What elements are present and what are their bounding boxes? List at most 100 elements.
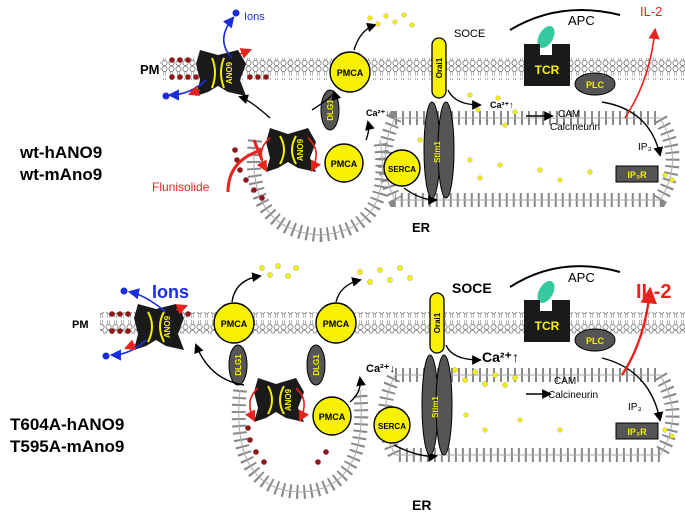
bottom-pmca-left-label: PMCA bbox=[221, 319, 248, 329]
bottom-traffic-arrow bbox=[194, 343, 245, 386]
bottom-plc: PLC bbox=[574, 328, 616, 352]
bottom-panel: ANO9 Ions PM PMCA PMCA DLG1 DLG1 bbox=[10, 263, 685, 513]
bottom-ano9-pm: ANO9 bbox=[134, 304, 184, 350]
top-scramble-arrow bbox=[239, 48, 253, 59]
bottom-vesicle-arrow bbox=[349, 376, 366, 403]
bottom-il2-label: IL-2 bbox=[636, 281, 672, 303]
bottom-mhc-icon bbox=[537, 281, 555, 303]
bottom-vesicle-red-lipids bbox=[245, 425, 329, 465]
bottom-tcr: TCR bbox=[524, 300, 570, 342]
top-flunisolide-inhibit bbox=[226, 148, 263, 193]
top-ano9-vesicle-label: ANO9 bbox=[296, 138, 305, 161]
bottom-pmca-right-label: PMCA bbox=[323, 319, 350, 329]
top-ano9-vesicle: ANO9 bbox=[266, 128, 316, 172]
top-serca: SERCA bbox=[383, 149, 421, 187]
top-ion-dot-2 bbox=[162, 92, 170, 100]
top-panel: ANO9 Ions PM PMCA DLG1 ANO9 bbox=[19, 4, 685, 243]
bottom-pmca-vesicle: PMCA bbox=[312, 396, 352, 436]
top-serca-arrow bbox=[403, 187, 438, 205]
top-pmca-vesicle: PMCA bbox=[324, 143, 364, 183]
top-soce-arrow bbox=[447, 89, 482, 110]
top-pmca-pm-label: PMCA bbox=[337, 68, 364, 78]
top-ano9-pm: ANO9 bbox=[196, 50, 246, 96]
top-calcineurin-label: Calcineurin bbox=[550, 122, 600, 133]
bottom-dlg1-right: DLG1 bbox=[306, 344, 326, 386]
top-orai1-label: Orai1 bbox=[435, 57, 444, 78]
top-ca-influx-label: Ca²⁺↓ bbox=[366, 108, 390, 118]
top-ions-label: Ions bbox=[244, 11, 265, 23]
top-stim1-label: Stim1 bbox=[433, 141, 442, 163]
top-scrambled-lipids bbox=[169, 57, 269, 80]
top-ip3-arrow bbox=[601, 101, 664, 157]
top-flunisolide-label: Flunisolide bbox=[152, 180, 210, 194]
top-plc: PLC bbox=[574, 72, 616, 96]
bottom-vesicle-scramble-arrow bbox=[244, 387, 259, 423]
bottom-stim1-label: Stim1 bbox=[431, 396, 440, 418]
bottom-dlg1-left-label: DLG1 bbox=[234, 354, 243, 376]
bottom-cam-label: CAM bbox=[554, 376, 576, 387]
top-vesicle-scramble-arrow bbox=[256, 137, 271, 172]
top-serca-label: SERCA bbox=[388, 165, 416, 174]
bottom-scramble-arrow bbox=[175, 304, 189, 315]
bottom-ion-arrow bbox=[127, 288, 167, 313]
bottom-pmca-efflux-arrow bbox=[231, 272, 262, 303]
top-mhc-icon bbox=[537, 26, 555, 48]
top-pm-label: PM bbox=[140, 62, 160, 77]
bottom-serca-label: SERCA bbox=[378, 422, 406, 431]
top-ano9-label: ANO9 bbox=[225, 61, 234, 84]
bottom-ca-influx-label: Ca²⁺↓ bbox=[366, 363, 395, 375]
bottom-calcineurin-label: Calcineurin bbox=[548, 390, 598, 401]
top-cam-label: CAM bbox=[558, 109, 580, 120]
bottom-orai1: Orai1 bbox=[429, 292, 445, 354]
bottom-stim1: Stim1 bbox=[421, 354, 453, 456]
top-vesicle-arrow bbox=[365, 120, 375, 141]
bottom-ion-arrow-2 bbox=[109, 339, 147, 361]
bottom-ip3-arrow bbox=[601, 357, 664, 422]
bottom-ca-dots bbox=[259, 263, 675, 439]
top-er-label: ER bbox=[412, 220, 431, 235]
top-genotype-line1: wt-hANO9 bbox=[19, 143, 102, 162]
top-pmca-vesicle-label: PMCA bbox=[331, 159, 358, 169]
top-apc-membrane bbox=[509, 9, 621, 31]
bottom-dlg1-left: DLG1 bbox=[228, 344, 248, 386]
bottom-ano9-vesicle: ANO9 bbox=[254, 378, 304, 422]
bottom-ion-dot-2 bbox=[102, 352, 110, 360]
bottom-apc-label: APC bbox=[568, 270, 595, 285]
bottom-il2-arrow bbox=[620, 286, 658, 376]
bottom-ano9-vesicle-label: ANO9 bbox=[284, 388, 293, 411]
bottom-vesicle-scramble-arrow-2 bbox=[295, 387, 310, 423]
top-scramble-arrow-2 bbox=[187, 85, 201, 96]
top-orai1: Orai1 bbox=[431, 37, 447, 99]
bottom-soce-label: SOCE bbox=[452, 280, 492, 296]
top-ca-rise-label: Ca²⁺↑ bbox=[490, 100, 514, 110]
top-pmca-pm: PMCA bbox=[329, 51, 371, 93]
bottom-ion-dot bbox=[120, 287, 128, 295]
bottom-serca: SERCA bbox=[373, 406, 411, 444]
bottom-pm-label: PM bbox=[72, 319, 89, 331]
top-soce-label: SOCE bbox=[454, 28, 485, 40]
top-il2-arrow bbox=[624, 27, 660, 119]
top-tcr-label: TCR bbox=[535, 63, 560, 77]
bottom-genotype-line2: T595A-mAno9 bbox=[10, 437, 124, 456]
top-tcr: TCR bbox=[524, 44, 570, 86]
bottom-ca-rise-label: Ca²⁺↑ bbox=[482, 349, 519, 365]
top-pmca-efflux-arrow bbox=[353, 22, 377, 51]
top-genotype-line2: wt-mAno9 bbox=[19, 165, 102, 184]
top-dlg1: DLG1 bbox=[320, 89, 340, 131]
bottom-pmca-efflux-arrow-2 bbox=[335, 277, 362, 303]
top-traffic-arrow bbox=[238, 94, 271, 119]
bottom-plc-label: PLC bbox=[586, 336, 605, 346]
top-ip3r-label: IP₃R bbox=[627, 170, 647, 180]
bottom-apc-membrane bbox=[509, 265, 621, 288]
top-ion-dot bbox=[232, 9, 240, 17]
top-il2-label: IL-2 bbox=[640, 4, 662, 19]
bottom-er-label: ER bbox=[412, 497, 431, 513]
bottom-serca-arrow bbox=[393, 444, 438, 462]
top-stim1: Stim1 bbox=[423, 101, 455, 199]
bottom-tcr-label: TCR bbox=[535, 319, 560, 333]
top-traffic-arrow-2 bbox=[311, 90, 342, 111]
top-vesicle-scramble-arrow-2 bbox=[307, 137, 322, 173]
bottom-orai1-label: Orai1 bbox=[433, 312, 442, 333]
bottom-ip3r: IP₃R bbox=[615, 422, 659, 440]
